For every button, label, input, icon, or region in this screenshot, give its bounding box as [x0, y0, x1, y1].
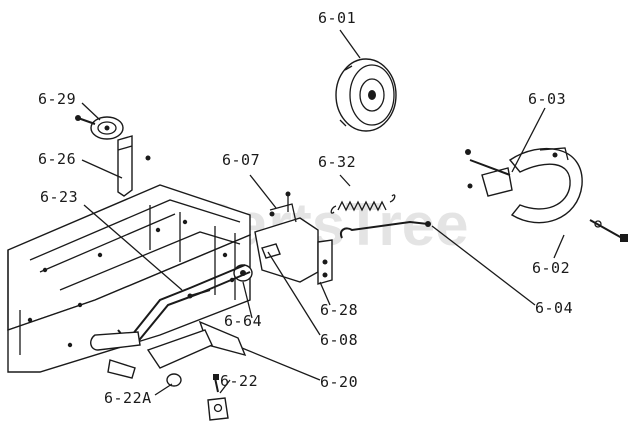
callout-6-22: 6-22	[220, 372, 258, 390]
callout-6-28: 6-28	[320, 301, 358, 319]
frame-assembly	[7, 184, 251, 373]
callout-6-03: 6-03	[528, 90, 566, 108]
spring-part-6-32	[330, 194, 396, 214]
callout-6-04: 6-04	[535, 299, 573, 317]
callout-6-29: 6-29	[38, 90, 76, 108]
idler-pulley-part-6-29	[75, 115, 151, 161]
callout-6-32: 6-32	[318, 153, 356, 171]
callout-6-26: 6-26	[38, 150, 76, 168]
callout-6-01: 6-01	[318, 9, 356, 27]
brake-band-part-6-02	[465, 147, 628, 242]
brake-rod-part-6-04	[340, 220, 431, 239]
callout-6-07: 6-07	[222, 151, 260, 169]
lever-plate-part-6-28	[254, 191, 333, 285]
pulley-part-6-01	[335, 58, 397, 132]
bracket-part-6-26	[117, 135, 133, 197]
callout-6-64: 6-64	[224, 312, 262, 330]
callout-6-02: 6-02	[532, 259, 570, 277]
callout-6-23: 6-23	[40, 188, 78, 206]
callout-6-08: 6-08	[320, 331, 358, 349]
callout-6-20: 6-20	[320, 373, 358, 391]
callout-6-22A: 6-22A	[104, 389, 152, 407]
pedal-bracket-part-6-20	[90, 320, 247, 421]
leader-lines	[81, 29, 565, 396]
bolt-hardware	[187, 289, 211, 299]
